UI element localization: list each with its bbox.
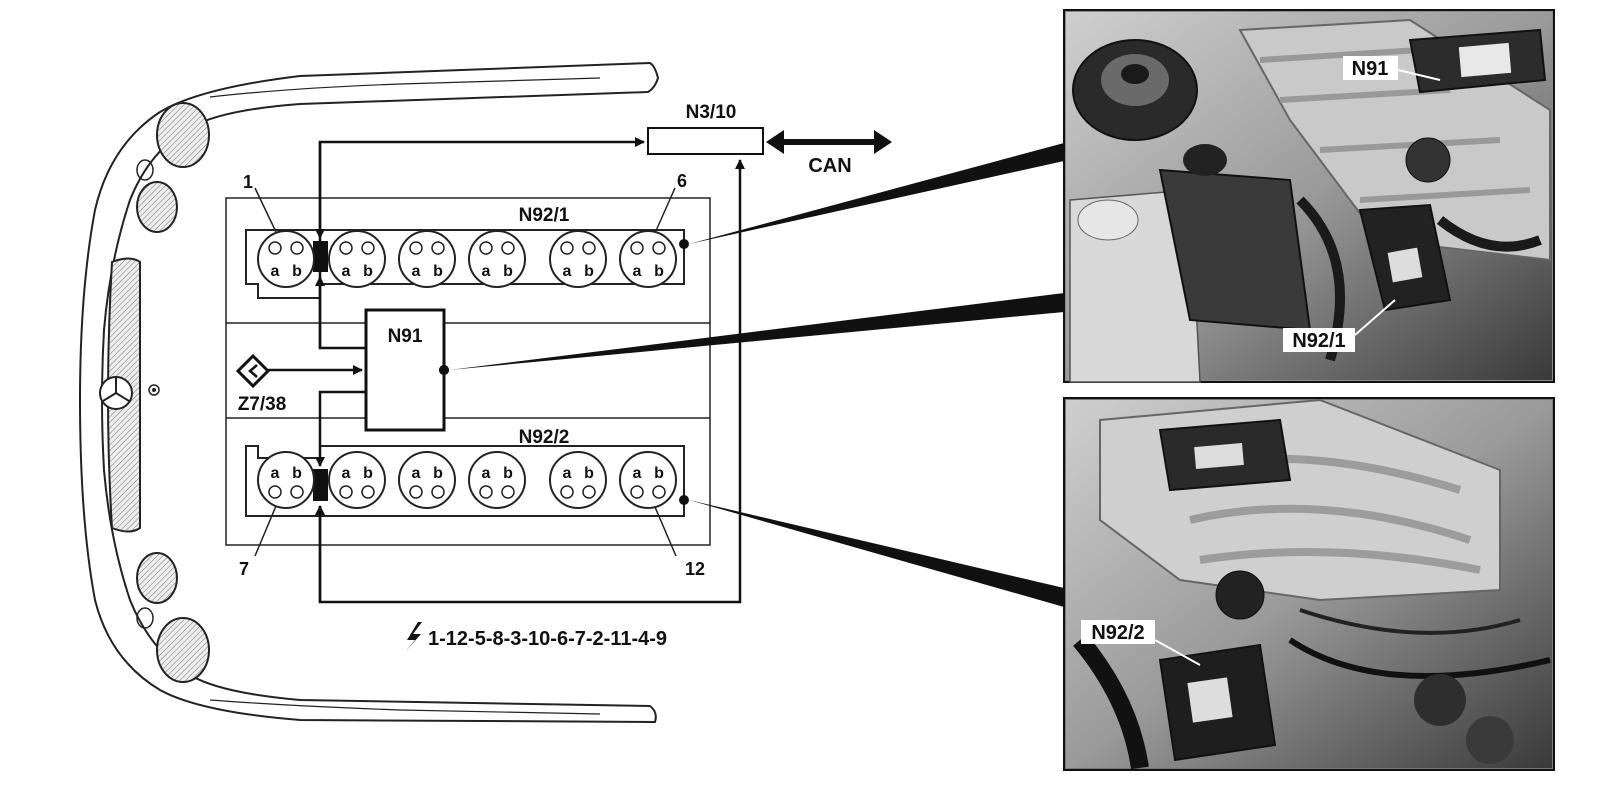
coil-bank-2: a b a b a b a b a b bbox=[257, 451, 677, 509]
star-emblem-icon bbox=[99, 376, 133, 410]
coil-pin-b: b bbox=[503, 465, 513, 482]
coil-8: a b bbox=[328, 451, 386, 509]
double-arrow-icon bbox=[766, 130, 892, 154]
engine-photo-top: N91 N92/1 bbox=[1063, 9, 1555, 383]
coil-10: a b bbox=[468, 451, 526, 509]
coil-pin-b: b bbox=[584, 465, 594, 482]
small-badge-icon bbox=[148, 384, 160, 396]
coil-pin-b: b bbox=[654, 465, 664, 482]
coil-pin-b: b bbox=[433, 465, 443, 482]
coil-7: a b bbox=[257, 451, 315, 509]
coil-9: a b bbox=[398, 451, 456, 509]
connector-bank-2 bbox=[313, 469, 328, 501]
coil-1: a b bbox=[257, 230, 315, 288]
coil-pin-a: a bbox=[412, 263, 421, 280]
coil-pin-a: a bbox=[563, 465, 572, 482]
engine-frame bbox=[225, 197, 711, 546]
cylinder-1-label: 1 bbox=[243, 172, 253, 192]
cylinder-7-label: 7 bbox=[239, 559, 249, 579]
coil-12: a b bbox=[619, 451, 677, 509]
engine-photo-bottom: N92/2 bbox=[1063, 397, 1555, 771]
coil-11: a b bbox=[549, 451, 607, 509]
coil-bank-1: a b a b a b a b a b bbox=[257, 230, 677, 288]
coil-pin-a: a bbox=[342, 263, 351, 280]
cylinder-12-label: 12 bbox=[685, 559, 705, 579]
coil-pin-b: b bbox=[584, 263, 594, 280]
firing-order: 1-12-5-8-3-10-6-7-2-11-4-9 bbox=[428, 628, 667, 650]
coil-pin-b: b bbox=[292, 263, 302, 280]
coil-pin-a: a bbox=[271, 465, 280, 482]
photo-n91-label: N91 bbox=[1352, 58, 1389, 80]
n91-label: N91 bbox=[388, 326, 423, 347]
n92-1-label: N92/1 bbox=[519, 205, 570, 226]
wiring bbox=[268, 137, 745, 604]
n3-10-label: N3/10 bbox=[686, 102, 737, 123]
coil-2: a b bbox=[328, 230, 386, 288]
n3-10-module bbox=[647, 127, 764, 155]
coil-pin-b: b bbox=[433, 263, 443, 280]
photo-n92-2-label: N92/2 bbox=[1091, 622, 1144, 644]
coil-pin-a: a bbox=[342, 465, 351, 482]
coil-pin-a: a bbox=[412, 465, 421, 482]
z7-38-label: Z7/38 bbox=[238, 394, 287, 415]
headlight bbox=[136, 102, 210, 683]
coil-pin-a: a bbox=[482, 465, 491, 482]
spark-bolt-icon bbox=[405, 622, 422, 652]
cylinder-6-label: 6 bbox=[677, 171, 687, 191]
coil-pin-b: b bbox=[292, 465, 302, 482]
coil-4: a b bbox=[468, 230, 526, 288]
n92-2-label: N92/2 bbox=[519, 427, 570, 448]
can-label: CAN bbox=[808, 155, 851, 177]
coil-6: a b bbox=[619, 230, 677, 288]
n91-module bbox=[364, 308, 446, 432]
coil-5: a b bbox=[549, 230, 607, 288]
coil-pin-a: a bbox=[271, 263, 280, 280]
coil-pin-b: b bbox=[363, 263, 373, 280]
coil-pin-a: a bbox=[633, 465, 642, 482]
coil-pin-a: a bbox=[482, 263, 491, 280]
coil-pin-a: a bbox=[563, 263, 572, 280]
diamond-connector-icon bbox=[235, 353, 271, 389]
callout-leaders bbox=[439, 143, 1064, 607]
coil-pin-b: b bbox=[363, 465, 373, 482]
photo-n92-1-label: N92/1 bbox=[1292, 330, 1345, 352]
coil-pin-b: b bbox=[654, 263, 664, 280]
coil-3: a b bbox=[398, 230, 456, 288]
coil-pin-b: b bbox=[503, 263, 513, 280]
coil-pin-a: a bbox=[633, 263, 642, 280]
